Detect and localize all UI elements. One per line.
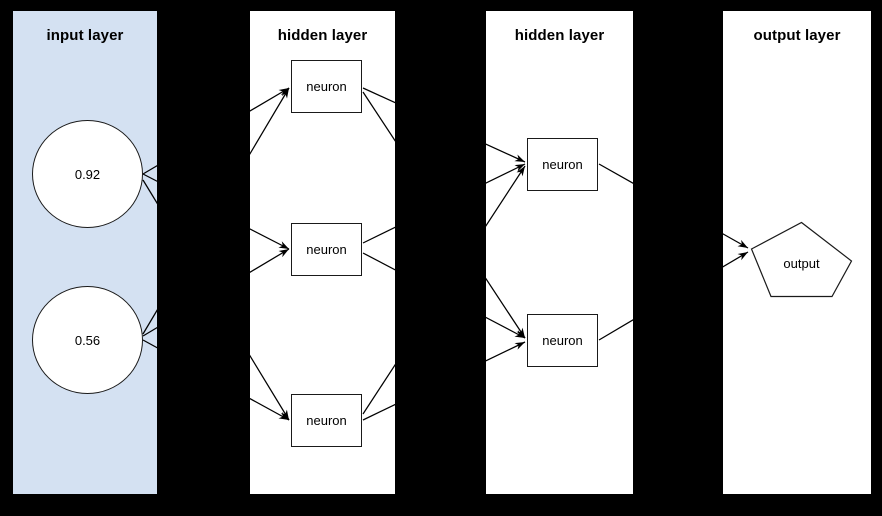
neuron-label: neuron: [306, 413, 347, 428]
input-node[interactable]: 0.92: [32, 120, 143, 228]
input-node-label: 0.92: [74, 166, 101, 182]
layer-title-output: output layer: [753, 27, 841, 44]
layer-title-input: input layer: [46, 27, 124, 44]
input-node[interactable]: 0.56: [32, 286, 143, 394]
gap-mask-left: [0, 0, 12, 516]
neuron-label: neuron: [542, 157, 583, 172]
input-node-label: 0.56: [74, 332, 101, 348]
hidden2-neuron-node[interactable]: neuron: [527, 138, 598, 191]
gap-mask-top: [0, 0, 882, 10]
hidden1-neuron-node[interactable]: neuron: [291, 394, 362, 447]
neuron-label: neuron: [306, 242, 347, 257]
gap-mask-3: [634, 0, 722, 516]
gap-mask-2: [396, 0, 485, 516]
gap-mask-right: [872, 0, 882, 516]
layer-title-hidden2: hidden layer: [514, 27, 605, 44]
output-node[interactable]: output: [750, 221, 853, 298]
neuron-label: neuron: [306, 79, 347, 94]
layer-panel-input: input layer: [12, 10, 158, 495]
hidden2-neuron-node[interactable]: neuron: [527, 314, 598, 367]
hidden1-neuron-node[interactable]: neuron: [291, 60, 362, 113]
gap-mask-1: [158, 0, 249, 516]
hidden1-neuron-node[interactable]: neuron: [291, 223, 362, 276]
pentagon-icon: [750, 221, 853, 298]
neuron-label: neuron: [542, 333, 583, 348]
layer-title-hidden1: hidden layer: [277, 27, 368, 44]
output-node-label: output: [783, 256, 820, 271]
gap-mask-bottom: [0, 495, 882, 516]
